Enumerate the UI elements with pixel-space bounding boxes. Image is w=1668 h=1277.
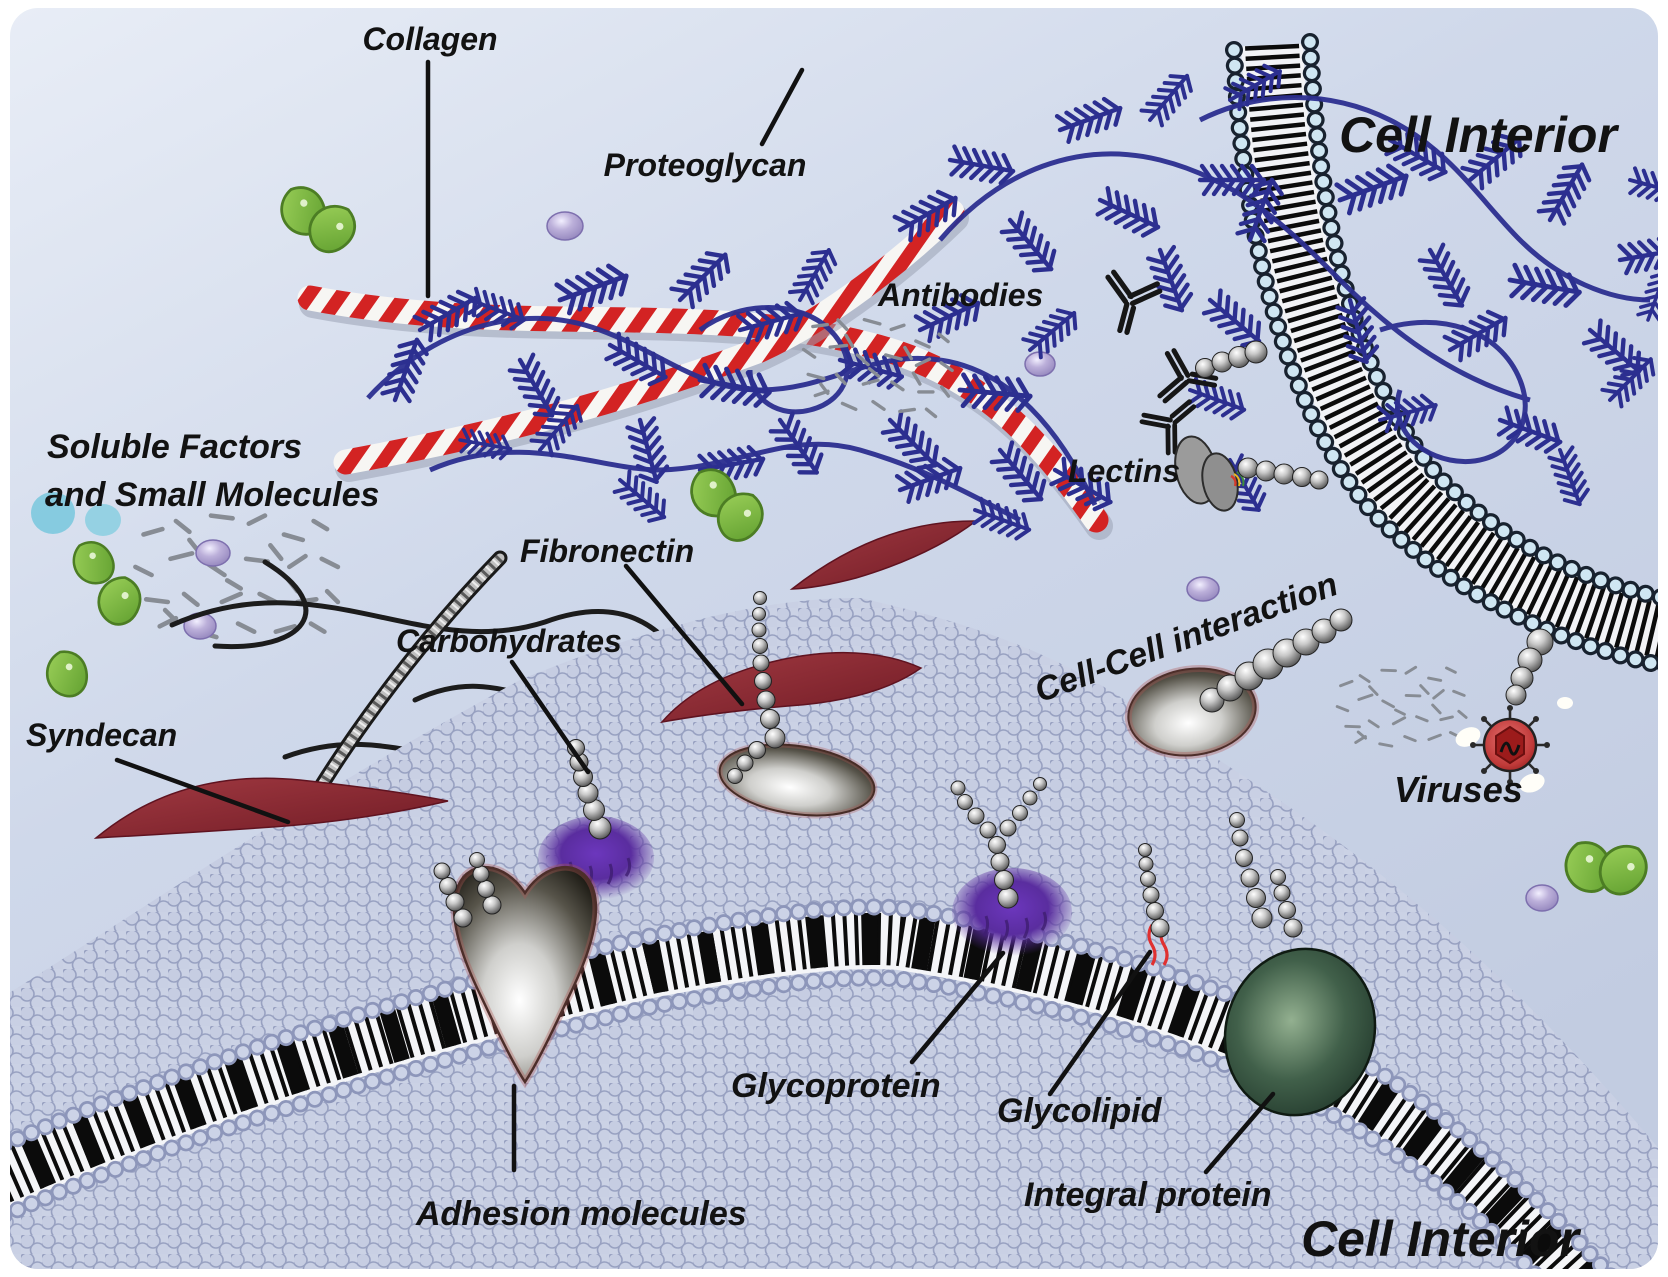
glycoprotein-leader-line <box>909 950 1006 1065</box>
leader-lines <box>114 59 1276 1175</box>
carbohydrate-chain-branched <box>950 777 1047 909</box>
antibody-group <box>1096 271 1268 456</box>
syndecan-leader-line <box>114 757 291 825</box>
collagen-label: Collagen <box>362 21 497 57</box>
antibody-receptor-beads <box>1195 340 1268 378</box>
antibodies-label: Antibodies <box>877 277 1043 313</box>
soluble-factors-label-line1: Soluble Factors <box>47 428 302 466</box>
glycoprotein-label: Glycoprotein <box>731 1067 941 1105</box>
fibronectin-label: Fibronectin <box>520 533 694 569</box>
integral-protein-label: Integral protein <box>1024 1176 1271 1214</box>
proteoglycan-label: Proteoglycan <box>604 147 807 183</box>
lectin-binding-site <box>1236 471 1245 487</box>
adhesion-molecule <box>433 852 600 1089</box>
lectin-group <box>1174 435 1329 512</box>
virus-genome-squiggle <box>1499 741 1521 756</box>
cell-membrane-bottom <box>10 598 1658 1269</box>
carbohydrate-chain <box>727 591 786 784</box>
carbohydrate-chain <box>1229 812 1303 938</box>
glycolipid-structure <box>1138 843 1170 966</box>
virus-particle <box>1470 705 1550 785</box>
small-molecule-sphere <box>195 539 231 567</box>
proteoglycan-network-left <box>366 241 1117 544</box>
lipid-head-row <box>1304 36 1658 608</box>
virus-particle-white <box>1455 727 1481 747</box>
proteoglycan-network-right <box>893 58 1658 519</box>
cell-cell-interaction-protein <box>1124 608 1353 760</box>
soluble-factor-blob <box>31 492 75 534</box>
glycolipid-leader-line <box>1047 949 1153 1097</box>
integral-protein <box>1223 812 1377 1117</box>
integral-protein-leader-line <box>1203 1091 1276 1175</box>
lipid-head-row <box>10 901 1626 1269</box>
small-molecule-sphere <box>1186 576 1220 602</box>
proteoglycan-leader-line <box>759 67 805 147</box>
lipid-head-field-lower <box>10 692 1658 1269</box>
adhesion-molecules-label: Adhesion molecules <box>415 1195 747 1233</box>
lipid-head-row <box>10 972 1606 1269</box>
glycolipid-label: Glycolipid <box>997 1092 1163 1130</box>
carbohydrate-chain <box>567 739 612 840</box>
carbohydrates-label: Carbohydrates <box>396 623 622 659</box>
fibronectin-leader-line <box>623 563 745 707</box>
lipid-tails <box>10 912 1630 1269</box>
viruses-label: Viruses <box>1394 769 1523 810</box>
lectins-label: Lectins <box>1068 453 1180 489</box>
fibronectin-fiber <box>789 520 979 590</box>
virus-particle-white <box>1519 773 1545 793</box>
membrane-proteins <box>433 591 1377 1117</box>
bilayer-gap <box>1241 43 1658 666</box>
lectin-beads <box>1237 457 1329 490</box>
soluble-factor-blob <box>85 504 121 536</box>
fibronectin-fiber <box>93 777 449 839</box>
virus-particle-white <box>1557 697 1573 709</box>
cell-interior-bottom-label: Cell Interior <box>1301 1211 1581 1267</box>
carbohydrate-chain <box>433 852 502 928</box>
lipid-head-field <box>10 598 1658 1240</box>
glycoprotein-protein <box>716 591 878 819</box>
syndecan-label: Syndecan <box>26 717 177 753</box>
glycoprotein-patch <box>952 868 1072 956</box>
virus-bead-chain <box>1505 628 1554 706</box>
cell-cell-bead-chain <box>1199 608 1353 713</box>
small-molecule-sphere <box>546 211 584 241</box>
cell-interior-top-label: Cell Interior <box>1339 107 1619 163</box>
carbohydrate-chain <box>1138 843 1170 938</box>
lectin-binding-site <box>1230 474 1237 487</box>
soluble-factors-label-line2: and Small Molecules <box>45 476 379 514</box>
lipid-tail-bundles <box>10 912 1630 1269</box>
lectin-lobe <box>1201 452 1239 512</box>
lectin-binding-site <box>1233 473 1241 487</box>
virus-group <box>1332 628 1573 793</box>
small-molecule-sphere <box>1525 884 1559 912</box>
fibronectin-fiber <box>660 651 923 724</box>
carbohydrates-leader-line <box>509 659 591 775</box>
fibronectin-fibers <box>93 520 979 839</box>
